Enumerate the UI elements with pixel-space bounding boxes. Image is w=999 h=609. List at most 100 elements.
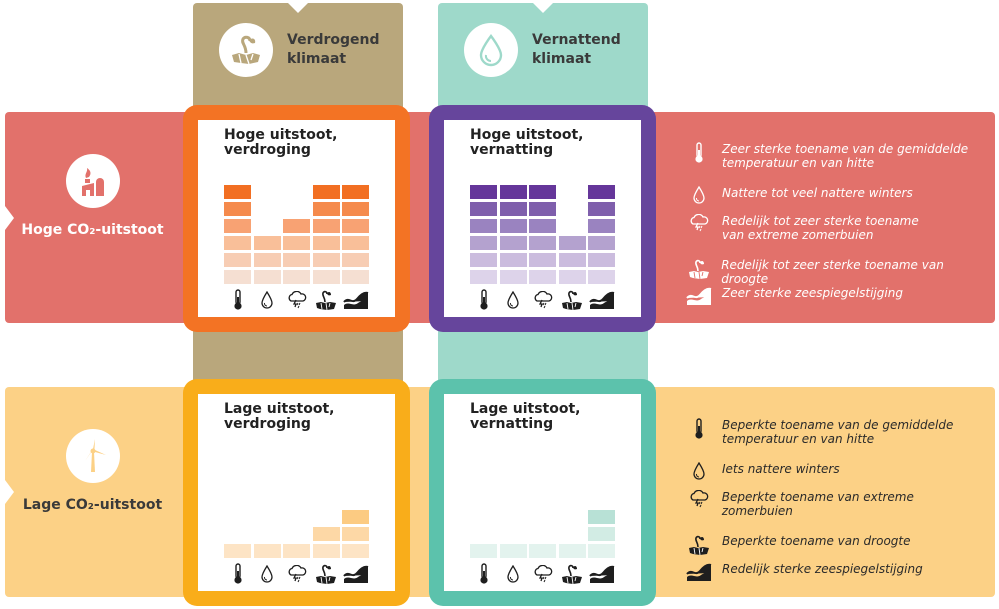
column-title: Vernattend klimaat <box>532 32 621 67</box>
bar-segment <box>253 236 281 250</box>
water-drop-icon <box>500 562 527 586</box>
thermometer-icon <box>470 288 497 312</box>
legend-text: Beperkte toename van droogte <box>722 534 911 548</box>
bar-segment <box>499 202 527 216</box>
bar-segment <box>470 253 497 267</box>
thermometer-icon <box>224 562 251 586</box>
bar-segment <box>558 236 586 250</box>
bar-segment <box>224 270 251 284</box>
indicator-icons <box>470 288 618 312</box>
bar-segment <box>529 219 556 233</box>
legend-high-emission: Zeer sterke toename van de gemiddelde te… <box>686 142 986 312</box>
sea-wave-icon <box>686 286 712 306</box>
bar-segment <box>224 544 251 558</box>
bar-segment <box>312 219 340 233</box>
legend-text: Zeer sterke zeespiegelstijging <box>722 286 903 300</box>
bar-segment <box>529 544 556 558</box>
indicator-icons <box>224 562 372 586</box>
bar-segment <box>283 270 310 284</box>
water-drop-icon <box>500 288 527 312</box>
drought-plant-icon <box>313 562 340 586</box>
bar-chart <box>224 184 372 284</box>
drought-plant-icon <box>559 562 586 586</box>
bar-segment <box>312 527 340 541</box>
bar-segment <box>529 202 556 216</box>
thermometer-icon <box>686 142 712 163</box>
bar-segment <box>529 253 556 267</box>
bar-segment <box>312 236 340 250</box>
bar-segment <box>342 270 369 284</box>
bar-segment <box>224 202 251 216</box>
legend-item: Iets nattere winters <box>686 462 840 482</box>
legend-text: Redelijk sterke zeespiegelstijging <box>722 562 923 576</box>
bar-segment <box>283 544 310 558</box>
indicator-icons <box>224 288 372 312</box>
sea-wave-icon <box>342 562 369 586</box>
bar-droogte <box>312 458 340 558</box>
drought-plant-icon <box>559 288 586 312</box>
thermometer-icon <box>470 562 497 586</box>
bar-segment <box>312 202 340 216</box>
drought-plant-icon <box>219 23 273 77</box>
bar-segment <box>588 253 615 267</box>
sea-wave-icon <box>686 562 712 582</box>
bar-extreme-zomerbuien <box>283 184 310 284</box>
column-title: Verdrogend klimaat <box>287 32 380 67</box>
scenario-high-wet: Hoge uitstoot, vernatting <box>429 105 656 332</box>
bar-chart <box>470 184 618 284</box>
bar-temperatuur <box>224 184 251 284</box>
bar-neerslag-winter <box>253 458 281 558</box>
bar-segment <box>283 236 310 250</box>
scenario-title: Hoge uitstoot, verdroging <box>224 127 338 158</box>
bar-segment <box>499 185 527 199</box>
bar-zeespiegelstijging <box>588 184 615 284</box>
bar-segment <box>342 185 369 199</box>
legend-item: Redelijk tot zeer sterke toename van dro… <box>686 258 986 286</box>
bar-segment <box>283 219 310 233</box>
bar-segment <box>342 527 369 541</box>
scenario-low-dry: Lage uitstoot, verdroging <box>183 379 410 606</box>
bar-segment <box>588 236 615 250</box>
legend-item: Beperkte toename van extreme zomerbuien <box>686 490 986 518</box>
bar-segment <box>588 185 615 199</box>
bar-droogte <box>558 184 586 284</box>
bar-segment <box>558 270 586 284</box>
rain-cloud-icon <box>283 288 310 312</box>
bar-segment <box>312 253 340 267</box>
bar-segment <box>342 510 369 524</box>
bar-segment <box>342 219 369 233</box>
bar-segment <box>470 236 497 250</box>
bar-segment <box>224 236 251 250</box>
legend-text: Redelijk tot zeer sterke toename van dro… <box>721 258 944 286</box>
water-drop-icon <box>686 186 712 206</box>
bar-segment <box>224 219 251 233</box>
bar-segment <box>253 544 281 558</box>
legend-item: Nattere tot veel nattere winters <box>686 186 913 206</box>
legend-low-emission: Beperkte toename van de gemiddelde tempe… <box>686 418 986 588</box>
bar-segment <box>499 270 527 284</box>
bar-segment <box>253 253 281 267</box>
legend-item: Beperkte toename van droogte <box>686 534 911 556</box>
bar-temperatuur <box>470 458 497 558</box>
bar-segment <box>558 544 586 558</box>
drought-plant-icon <box>686 258 711 280</box>
bar-segment <box>224 253 251 267</box>
bar-segment <box>283 253 310 267</box>
water-drop-icon <box>254 562 281 586</box>
bar-segment <box>588 270 615 284</box>
legend-item: Redelijk tot zeer sterke toename van ext… <box>686 214 919 242</box>
rain-cloud-icon <box>283 562 310 586</box>
bar-temperatuur <box>470 184 497 284</box>
bar-segment <box>529 270 556 284</box>
bar-segment <box>342 253 369 267</box>
indicator-icons <box>470 562 618 586</box>
bar-segment <box>342 202 369 216</box>
bar-segment <box>588 202 615 216</box>
sea-wave-icon <box>588 288 615 312</box>
legend-item: Zeer sterke zeespiegelstijging <box>686 286 903 306</box>
bar-neerslag-winter <box>499 458 527 558</box>
bar-segment <box>558 253 586 267</box>
water-drop-icon <box>254 288 281 312</box>
scenario-title: Lage uitstoot, verdroging <box>224 401 335 432</box>
water-drop-icon <box>464 23 518 77</box>
